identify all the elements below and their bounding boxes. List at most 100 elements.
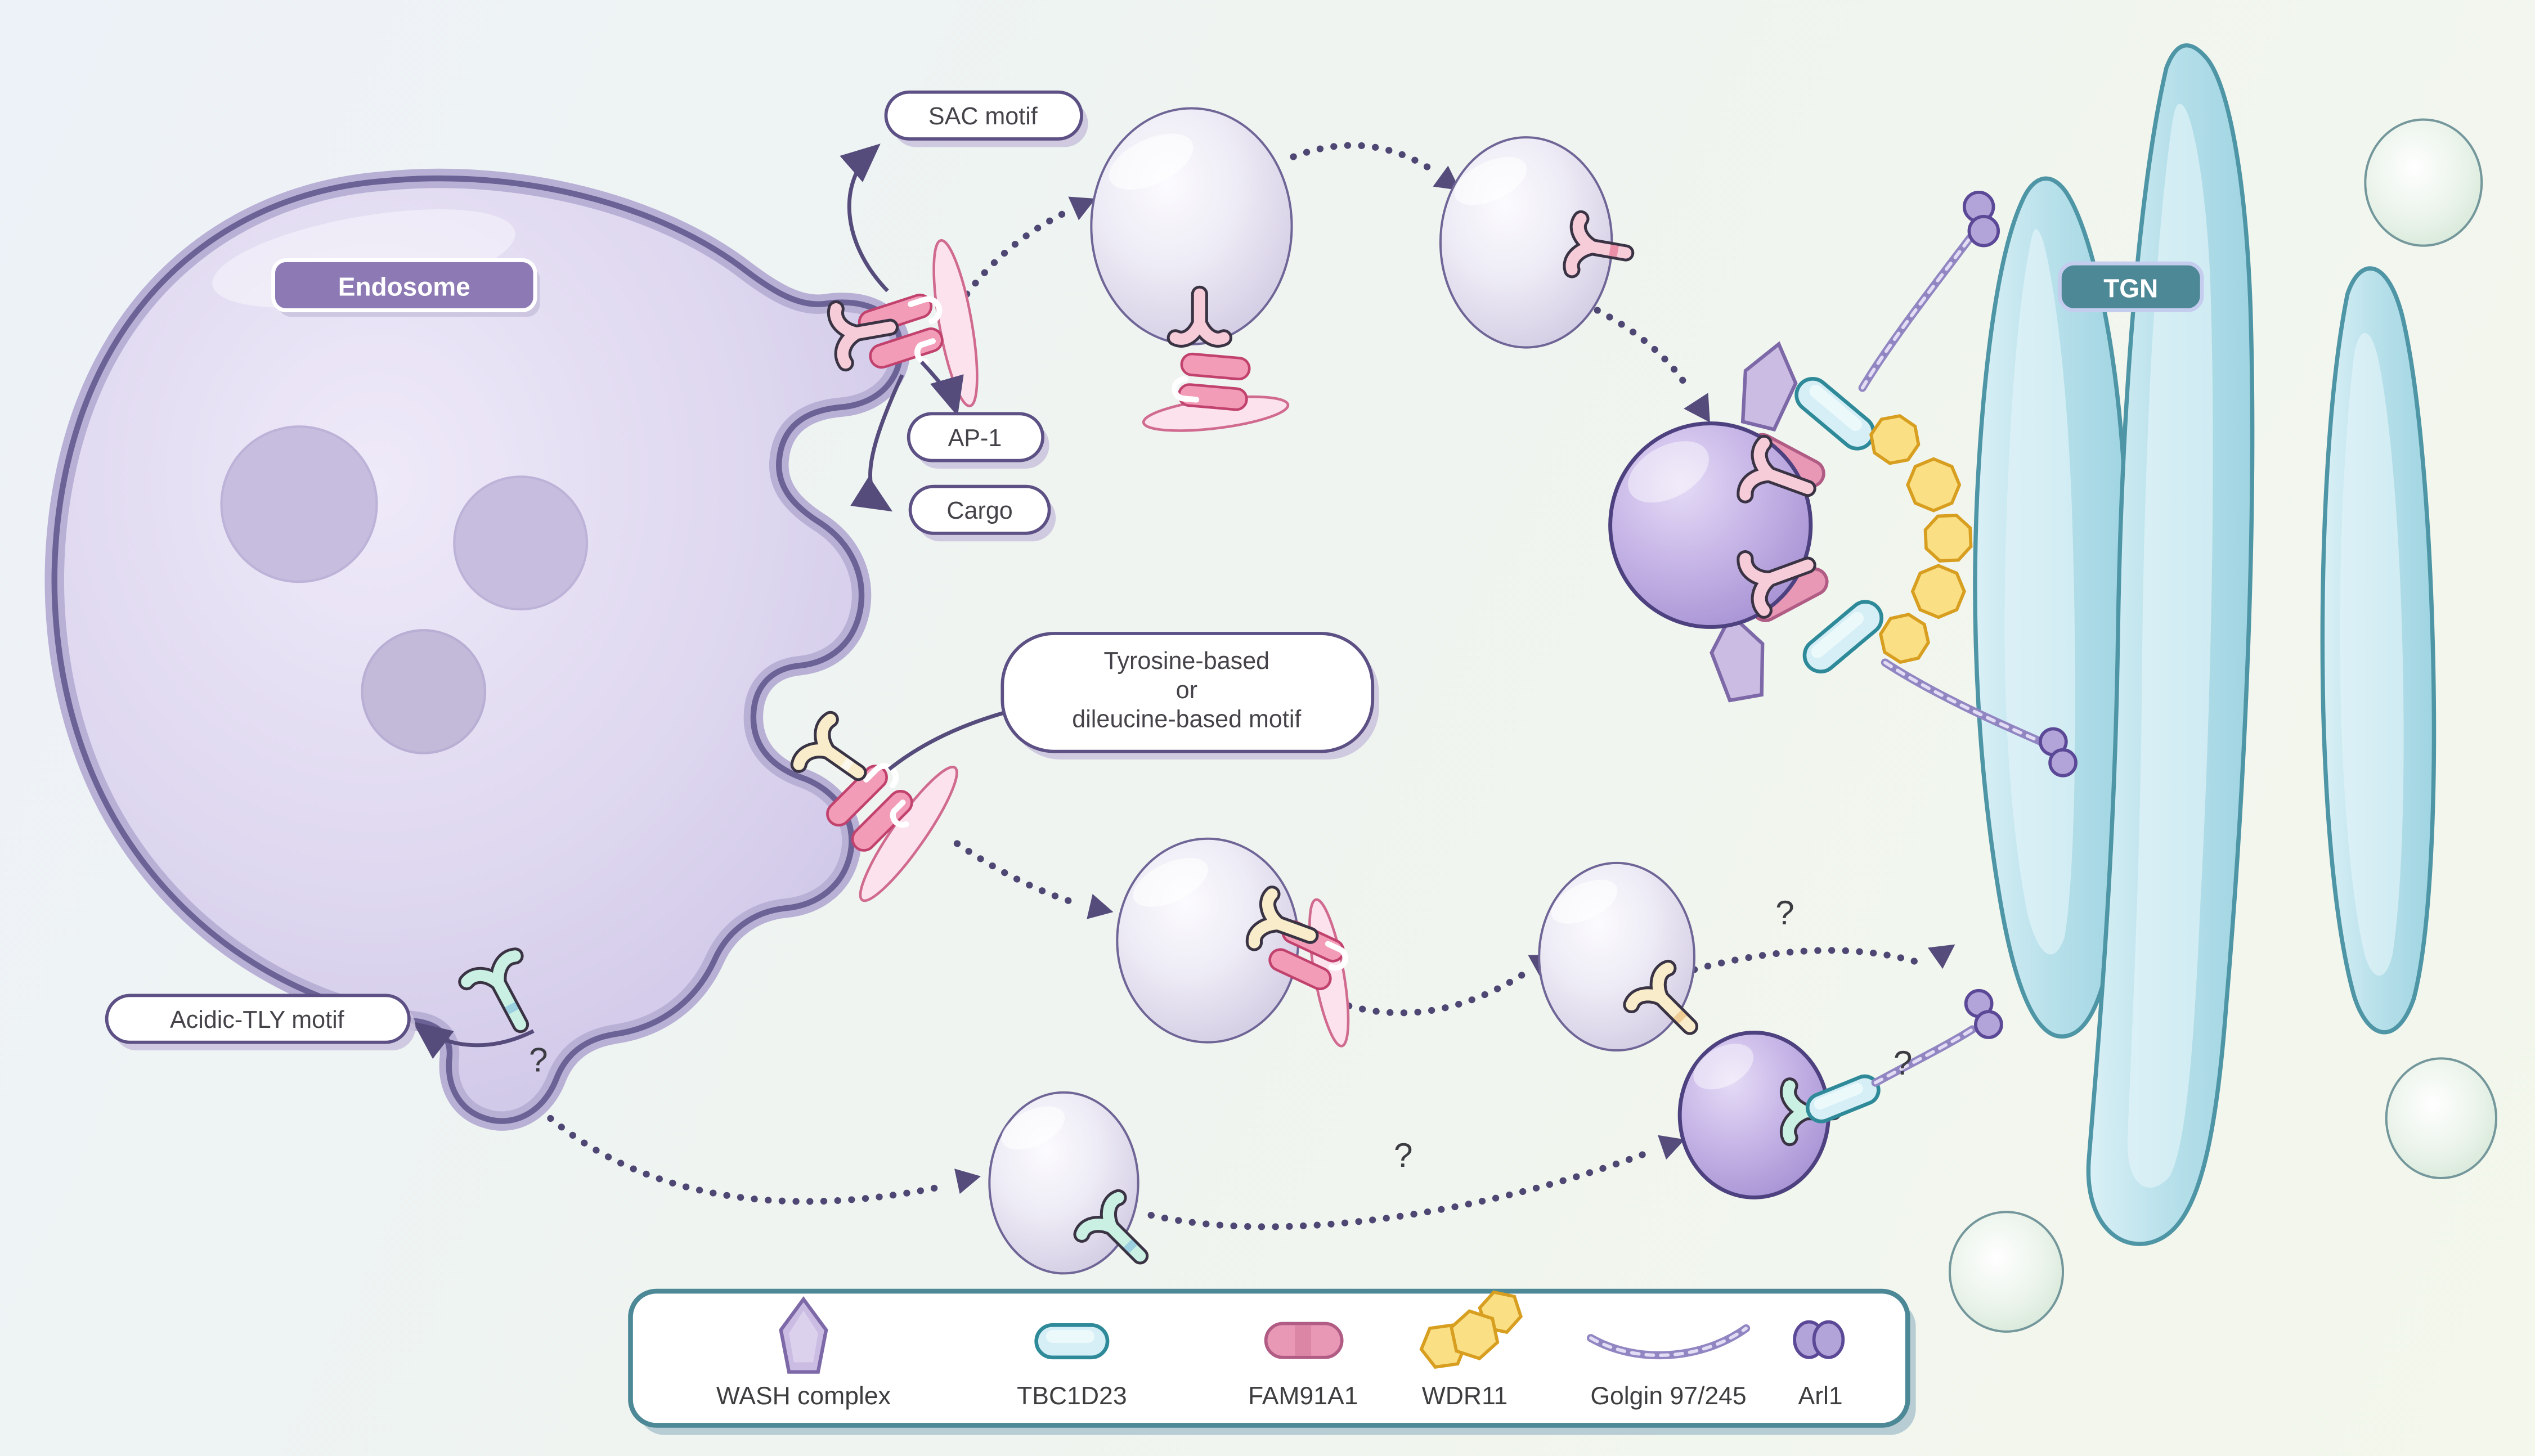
question-mark: ?: [529, 1040, 548, 1078]
legend-item-label: Golgin 97/245: [1590, 1382, 1746, 1410]
sorting-motif-line3: dileucine-based motif: [1072, 706, 1302, 733]
wdr11-icon: [1869, 414, 1973, 664]
cargo-receptor-cream-icon: [1623, 959, 1699, 1035]
golgin-strand: [1883, 660, 2051, 747]
cargo-label: Cargo: [908, 484, 1056, 542]
wash-complex-icon: [779, 1296, 828, 1374]
arl1-icon: [1793, 1320, 1845, 1359]
dotted-arrow: [507, 1076, 948, 1205]
golgi-stack: [1948, 43, 2498, 1333]
ap1-label: AP-1: [907, 412, 1049, 469]
tgn-label-text: TGN: [2103, 274, 2158, 303]
cargo-receptor-cream-icon: [790, 711, 867, 781]
dotted-arrow: [963, 210, 1067, 298]
wash-complex-icon: [1740, 341, 1798, 432]
golgi-highlight: [2127, 104, 2213, 1188]
ap1-text: AP-1: [948, 425, 1002, 452]
arrowhead-icon: [1927, 944, 1955, 969]
endosome: Endosome: [44, 168, 910, 1131]
arrowhead-icon: [1068, 196, 1096, 221]
secretory-vesicle: [2385, 1057, 2498, 1179]
sac-receptor-complex: [827, 239, 979, 407]
arl1-icon: [1962, 190, 2000, 248]
tbc1d23-icon: [1794, 377, 1876, 451]
intraluminal-vesicle: [453, 475, 589, 611]
arrowhead-icon: [1684, 393, 1710, 423]
arrowhead-icon: [1433, 165, 1460, 191]
tbc1d23-icon: [1034, 1323, 1110, 1360]
legend-box: [628, 1288, 1910, 1428]
cargo-receptor-mint-icon: [1073, 1189, 1149, 1265]
cargo-text: Cargo: [946, 497, 1012, 524]
callout-arrow: [412, 1021, 535, 1059]
question-mark: ?: [1894, 1044, 1913, 1082]
secretory-vesicle: [2364, 118, 2483, 247]
sorting-motif-line1: Tyrosine-based: [1104, 648, 1270, 675]
cargo-receptor-pink-icon: [1166, 285, 1233, 348]
vesicle-gloss: [1001, 1106, 1065, 1150]
vesicle-gloss: [1628, 441, 1709, 503]
endosome-label-text: Endosome: [338, 272, 470, 302]
vesicle-gloss: [1693, 1044, 1753, 1090]
endosome-label: [271, 258, 537, 312]
dotted-arrow: [953, 840, 1080, 907]
vesicle-gloss: [1109, 133, 1194, 190]
tyrosine-receptor-complex: [790, 711, 958, 902]
legend-item-label: TBC1D23: [1017, 1382, 1127, 1410]
callout-arrow: [840, 143, 889, 293]
sorting-motif-label: Tyrosine-based or dileucine-based motif: [1000, 632, 1379, 760]
dotted-arrow: [1319, 971, 1527, 1017]
legend-item-label: Arl1: [1798, 1382, 1843, 1410]
cargo-receptor-mint-icon: [458, 947, 530, 1033]
dotted-arrow: [1147, 1148, 1653, 1230]
sac-motif-text: SAC motif: [928, 103, 1038, 130]
tbc1d23-icon: [1802, 600, 1883, 673]
ap1-plate: [932, 239, 979, 407]
tgn-tethering-complex: [1608, 190, 2078, 778]
vesicle-gloss: [1454, 156, 1527, 205]
golgi-highlight: [2340, 332, 2404, 976]
purple-vesicle: [1608, 421, 1813, 629]
dotted-arrow: [1594, 307, 1692, 392]
arl1-captured-vesicle: [1677, 988, 2003, 1199]
wash-complex-icon: [1710, 612, 1765, 703]
intraluminal-vesicle: [220, 425, 378, 583]
golgin-strand: [1873, 1027, 1975, 1085]
ap1-adaptor: [1172, 352, 1251, 411]
sac-motif-label: SAC motif: [884, 90, 1088, 147]
secretory-vesicle: [1948, 1211, 2065, 1333]
dotted-arrow: [1290, 142, 1433, 172]
question-mark: ?: [1394, 1136, 1413, 1174]
vesicle-tyrosine-1: [1116, 837, 1350, 1048]
arrowhead-icon: [1658, 1135, 1685, 1160]
fam91a1-icon: [1264, 1322, 1344, 1359]
tgn-label: TGN: [2057, 261, 2204, 312]
sorting-motif-line2: or: [1176, 677, 1197, 704]
acidic-motif-label: Acidic-TLY motif: [105, 994, 416, 1051]
ap1-adaptor: [826, 763, 913, 852]
vesicle-gloss: [1551, 879, 1618, 924]
callout-arrow: [920, 361, 964, 416]
acidic-receptor: [458, 947, 530, 1033]
arl1-icon: [1964, 988, 2003, 1039]
vesicle-gloss: [1133, 857, 1208, 907]
acidic-motif-text: Acidic-TLY motif: [170, 1006, 345, 1033]
legend-item-label: WDR11: [1422, 1382, 1508, 1410]
vesicle-sac-1: [1090, 107, 1293, 432]
arrowhead-icon: [1087, 894, 1114, 919]
intraluminal-vesicle: [361, 629, 487, 754]
question-mark: ?: [1775, 893, 1794, 932]
golgin-icon: [1586, 1324, 1751, 1360]
cargo-receptor-cream-icon: [1245, 886, 1319, 951]
arl1-icon: [2038, 727, 2078, 778]
arrowhead-icon: [954, 1169, 981, 1194]
legend-item-label: FAM91A1: [1248, 1382, 1358, 1410]
vesicle-tyrosine-2: [1538, 861, 1699, 1052]
legend-item-label: WASH complex: [716, 1382, 891, 1410]
trafficking-routes: [507, 142, 1955, 1230]
callout-arrow: [850, 374, 904, 512]
cargo-receptor-pink-icon: [1737, 434, 1816, 504]
cargo-receptor-pink-icon: [827, 300, 899, 372]
vesicle-sac-2: [1439, 136, 1635, 349]
